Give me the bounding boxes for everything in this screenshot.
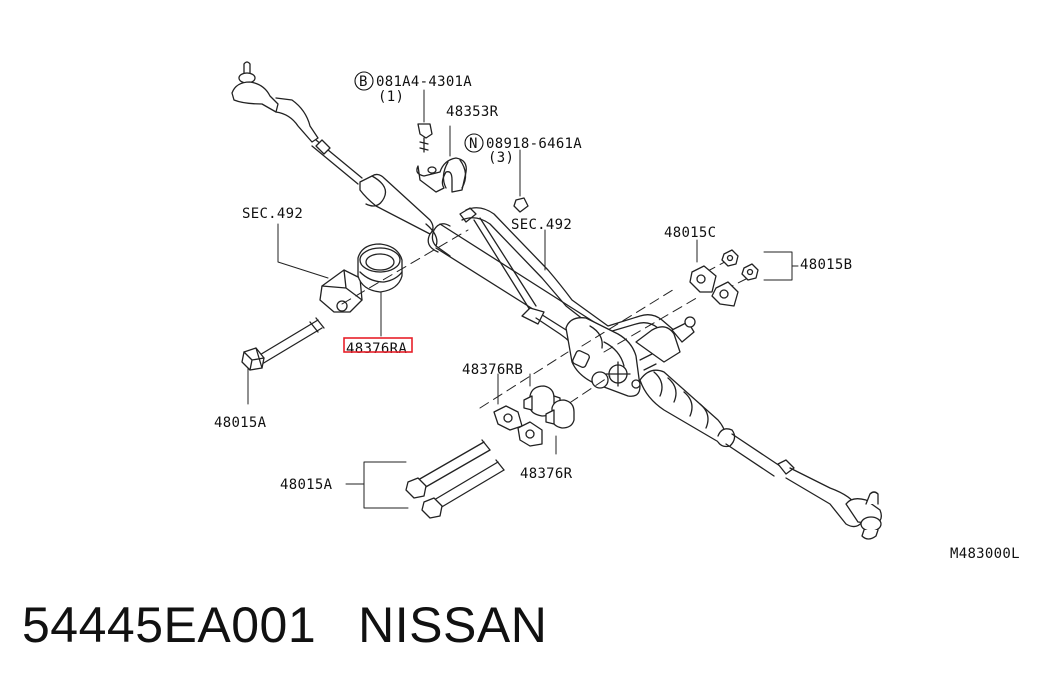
- bolts-48015a-lower: [405, 439, 505, 519]
- circled-b-letter: B: [359, 74, 368, 90]
- label-081a4-4301a: 081A4-4301A: [376, 74, 472, 90]
- label-48015b: 48015B: [800, 257, 852, 273]
- mount-bolt-and-bracket: [416, 89, 529, 213]
- label-48376r: 48376R: [520, 466, 573, 482]
- label-sec-492-left: SEC.492: [242, 206, 303, 222]
- label-48015a-left: 48015A: [214, 415, 267, 431]
- nut-48015b: [721, 249, 759, 281]
- left-tie-rod-end: [231, 61, 363, 185]
- leader-lines: [247, 223, 799, 509]
- gear-valve-body: [565, 316, 696, 397]
- part-number: 54445EA001: [22, 597, 317, 653]
- label-sec-492-right: SEC.492: [511, 217, 572, 233]
- label-48353r: 48353R: [446, 104, 499, 120]
- highlight-box: [343, 337, 413, 353]
- part-caption: 54445EA001 NISSAN: [22, 596, 547, 654]
- label-reference-m483000l: M483000L: [950, 546, 1020, 562]
- bushings-48376rb-48376r: [493, 385, 575, 447]
- label-qty-1: (1): [378, 89, 404, 105]
- label-qty-3: (3): [488, 150, 514, 166]
- rack-housing: [359, 173, 677, 365]
- washer-48015c: [689, 265, 739, 307]
- label-48376ra: 48376RA: [346, 341, 407, 357]
- label-48015c: 48015C: [664, 225, 716, 241]
- label-48376rb: 48376RB: [462, 362, 523, 378]
- label-08918-6461a: 08918-6461A: [486, 136, 582, 152]
- mount-bushing-left: [319, 243, 403, 313]
- brand-name: NISSAN: [358, 597, 548, 653]
- label-48015a-lower: 48015A: [280, 477, 333, 493]
- bolt-48015a-left: [241, 317, 325, 371]
- circled-prefixes: [354, 71, 484, 153]
- right-boot-and-tie-rod: [639, 369, 882, 540]
- circled-n-letter: N: [469, 136, 478, 152]
